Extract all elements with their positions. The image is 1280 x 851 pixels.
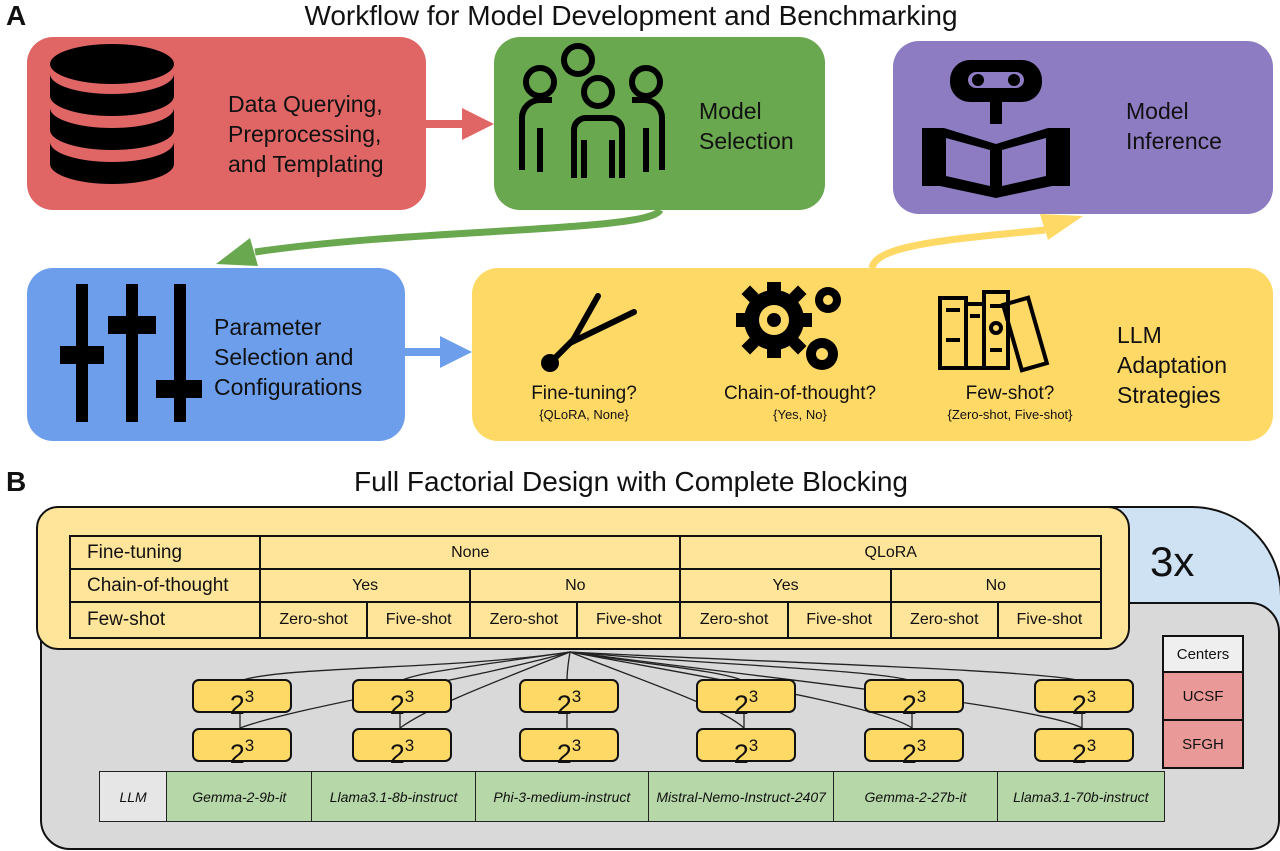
table-cell: Yes xyxy=(258,568,472,603)
row-header: Chain-of-thought xyxy=(69,568,261,603)
power-box: 23 xyxy=(352,679,452,720)
adaptation-strategies-box xyxy=(472,268,1273,441)
table-cell: Five-shot xyxy=(366,601,472,639)
model-cell: Llama3.1-8b-instruct xyxy=(311,771,476,822)
table-cell: Zero-shot xyxy=(679,601,789,639)
row-header: Fine-tuning xyxy=(69,535,261,570)
table-row: UCSF xyxy=(1162,671,1244,721)
few-shot-question: Few-shot? xyxy=(965,383,1055,404)
fine-tuning-options: {QLoRA, None} xyxy=(539,407,629,422)
data-querying-label: Data Querying,Preprocessing,and Templati… xyxy=(228,91,384,177)
arrow-data-to-model xyxy=(426,108,494,140)
table-row: Few-shot Zero-shot Five-shot Zero-shot F… xyxy=(69,601,1103,639)
model-cell: Phi-3-medium-instruct xyxy=(474,771,650,822)
table-cell: Zero-shot xyxy=(889,601,999,639)
center-cell: UCSF xyxy=(1162,671,1244,721)
table-row: Chain-of-thought Yes No Yes No xyxy=(69,568,1103,603)
chain-of-thought-options: {Yes, No} xyxy=(773,407,827,422)
table-cell: None xyxy=(258,535,682,570)
people-group-icon xyxy=(519,43,665,178)
power-box: 23 xyxy=(1034,728,1134,769)
table-row: Fine-tuning None QLoRA xyxy=(69,535,1102,570)
power-box: 23 xyxy=(864,728,964,769)
power-box: 23 xyxy=(696,728,796,769)
model-cell: Llama3.1-70b-instruct xyxy=(996,771,1166,822)
model-cell: Gemma-2-9b-it xyxy=(166,771,313,822)
table-cell: No xyxy=(889,568,1103,603)
database-icon xyxy=(50,44,174,184)
arrow-parameters-to-strategies xyxy=(405,336,472,368)
factorial-design-table: Fine-tuning None QLoRA Chain-of-thought … xyxy=(69,535,1103,639)
models-table: LLM Gemma-2-9b-it Llama3.1-8b-instruct P… xyxy=(98,771,1166,822)
gears-icon xyxy=(736,282,841,370)
sliders-icon xyxy=(60,284,202,422)
power-box: 23 xyxy=(192,679,292,720)
panel-a-letter: A xyxy=(6,0,27,31)
robot-reading-icon xyxy=(922,60,1070,198)
table-cell: Five-shot xyxy=(996,601,1103,639)
power-box: 23 xyxy=(696,679,796,720)
table-row: SFGH xyxy=(1162,719,1244,769)
arrow-model-to-parameters xyxy=(216,207,664,266)
model-cell: Gemma-2-27b-it xyxy=(833,771,998,822)
power-box: 23 xyxy=(192,728,292,769)
table-cell: Yes xyxy=(679,568,892,603)
panel-b-title: Full Factorial Design with Complete Bloc… xyxy=(354,466,908,497)
centers-header: Centers xyxy=(1162,635,1244,673)
table-cell: Zero-shot xyxy=(469,601,579,639)
replicate-label: 3x xyxy=(1150,538,1195,585)
centers-table: Centers UCSF SFGH xyxy=(1162,635,1244,769)
power-box: 23 xyxy=(519,679,619,720)
panel-a-title: Workflow for Model Development and Bench… xyxy=(304,0,958,31)
table-cell: Five-shot xyxy=(786,601,892,639)
power-box: 23 xyxy=(519,728,619,769)
tuning-fork-icon xyxy=(541,293,637,372)
chain-of-thought-question: Chain-of-thought? xyxy=(723,383,877,404)
table-row: LLM Gemma-2-9b-it Llama3.1-8b-instruct P… xyxy=(98,771,1166,822)
few-shot-options: {Zero-shot, Five-shot} xyxy=(947,407,1073,422)
center-cell: SFGH xyxy=(1162,719,1244,769)
panel-b-letter: B xyxy=(6,466,27,497)
row-header: Few-shot xyxy=(69,601,261,639)
table-cell: Five-shot xyxy=(576,601,682,639)
table-row: Centers xyxy=(1162,635,1244,673)
power-box: 23 xyxy=(864,679,964,720)
arrow-strategies-to-inference xyxy=(868,214,1083,270)
power-box: 23 xyxy=(1034,679,1134,720)
models-header: LLM xyxy=(98,771,168,822)
fine-tuning-question: Fine-tuning? xyxy=(531,383,637,404)
books-icon xyxy=(938,290,1050,373)
table-cell: QLoRA xyxy=(679,535,1102,570)
table-cell: Zero-shot xyxy=(258,601,369,639)
power-box: 23 xyxy=(352,728,452,769)
table-cell: No xyxy=(469,568,682,603)
model-cell: Mistral-Nemo-Instruct-2407 xyxy=(647,771,835,822)
